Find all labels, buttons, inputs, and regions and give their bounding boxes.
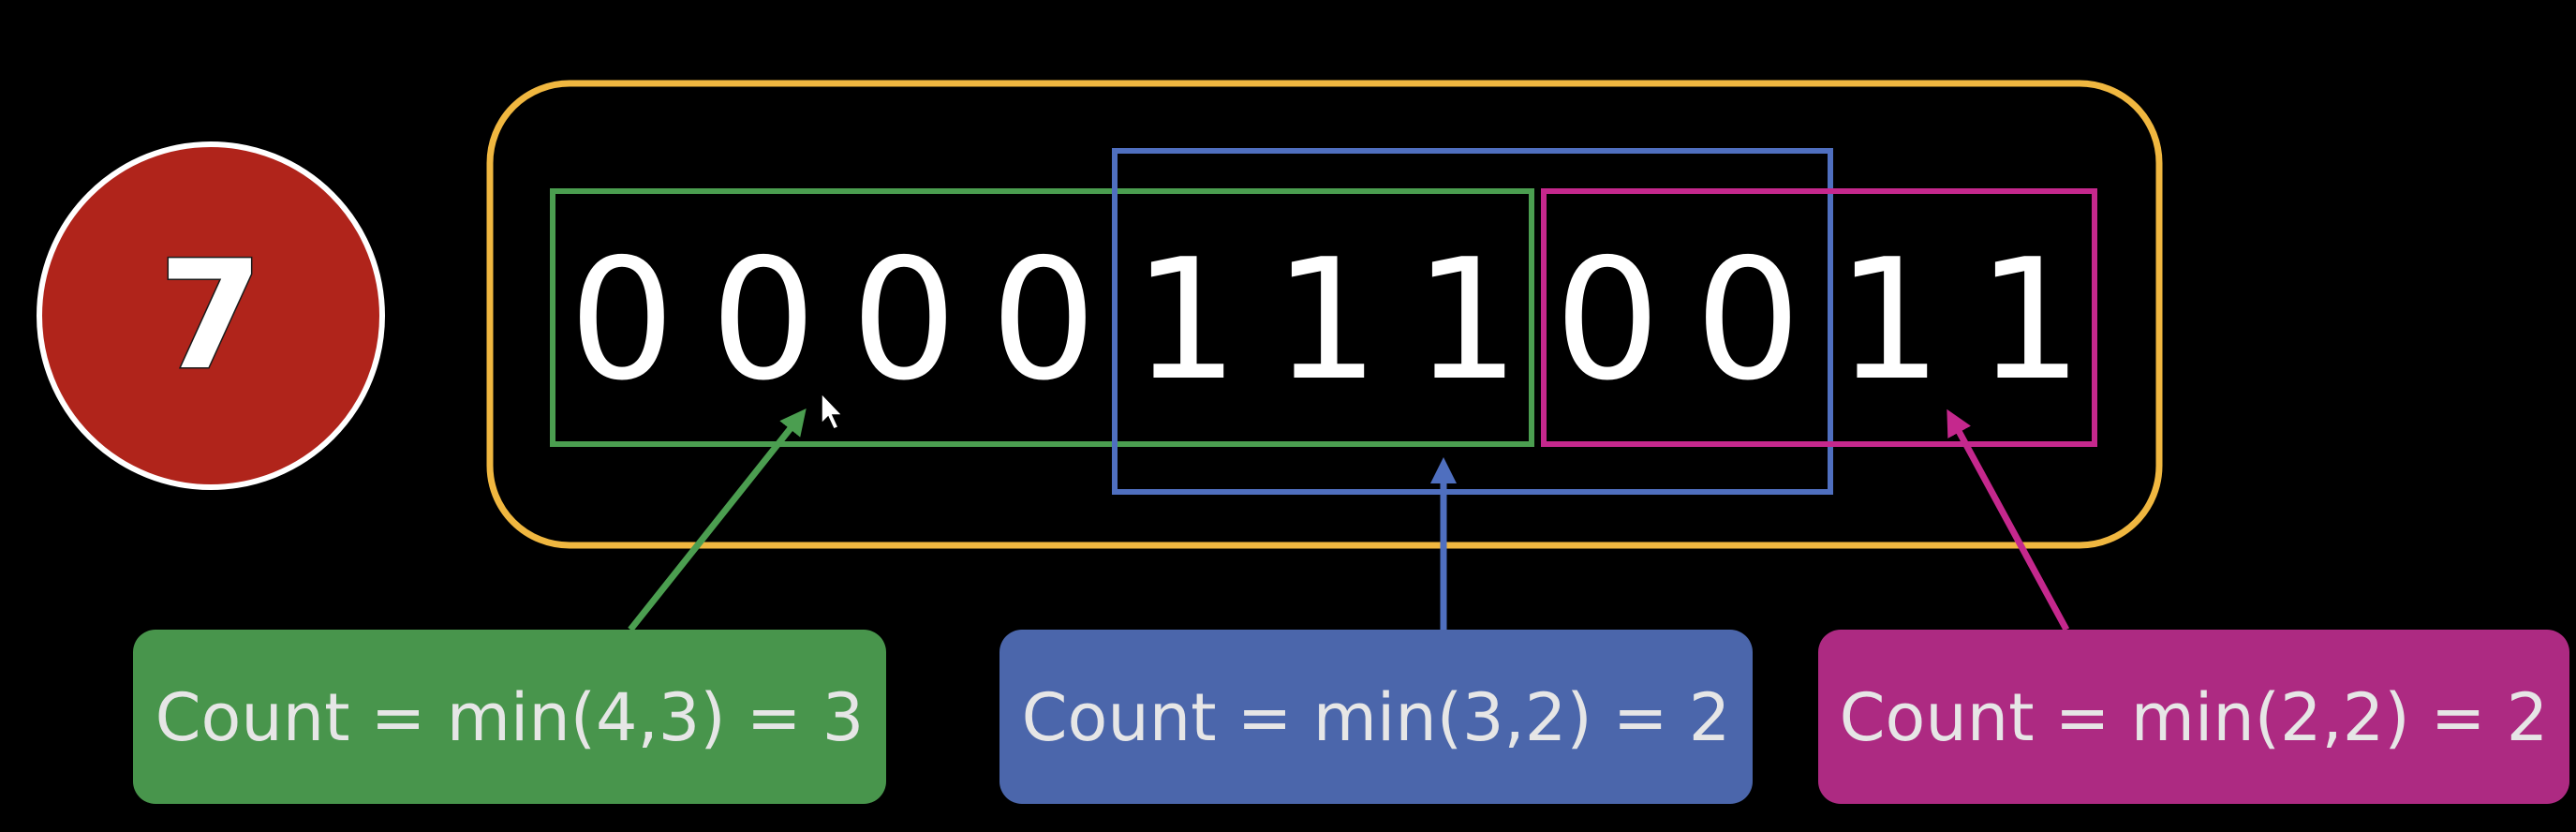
green-arrow bbox=[628, 409, 807, 632]
digit-9: 0 bbox=[1695, 223, 1800, 417]
digit-2: 0 bbox=[710, 223, 816, 417]
mouse-cursor-icon bbox=[821, 392, 844, 430]
blue-group-box bbox=[1112, 148, 1833, 495]
digit-4: 0 bbox=[990, 223, 1096, 417]
magenta-count-label-box bbox=[1818, 630, 2569, 804]
step-badge bbox=[37, 141, 385, 490]
step-number: 7 bbox=[158, 228, 262, 403]
digit-10: 1 bbox=[1836, 223, 1942, 417]
binary-digits: 0 0 0 0 1 1 1 0 0 1 1 bbox=[569, 223, 2082, 417]
digit-11: 1 bbox=[1976, 223, 2082, 417]
outer-frame bbox=[486, 80, 2163, 549]
digit-5: 1 bbox=[1133, 223, 1238, 417]
green-group-box bbox=[550, 188, 1534, 447]
green-count-label-box bbox=[133, 630, 886, 804]
magenta-arrow bbox=[1947, 409, 2070, 631]
digit-8: 0 bbox=[1554, 223, 1660, 417]
magenta-group-box bbox=[1541, 188, 2097, 447]
digit-3: 0 bbox=[851, 223, 956, 417]
digit-6: 1 bbox=[1273, 223, 1379, 417]
blue-count-label: Count = min(3,2) = 2 bbox=[1022, 679, 1731, 756]
magenta-count-label: Count = min(2,2) = 2 bbox=[1840, 679, 2549, 756]
digit-1: 0 bbox=[569, 223, 674, 417]
green-count-label: Count = min(4,3) = 3 bbox=[155, 679, 865, 756]
blue-count-label-box bbox=[999, 630, 1753, 804]
digit-7: 1 bbox=[1414, 223, 1519, 417]
